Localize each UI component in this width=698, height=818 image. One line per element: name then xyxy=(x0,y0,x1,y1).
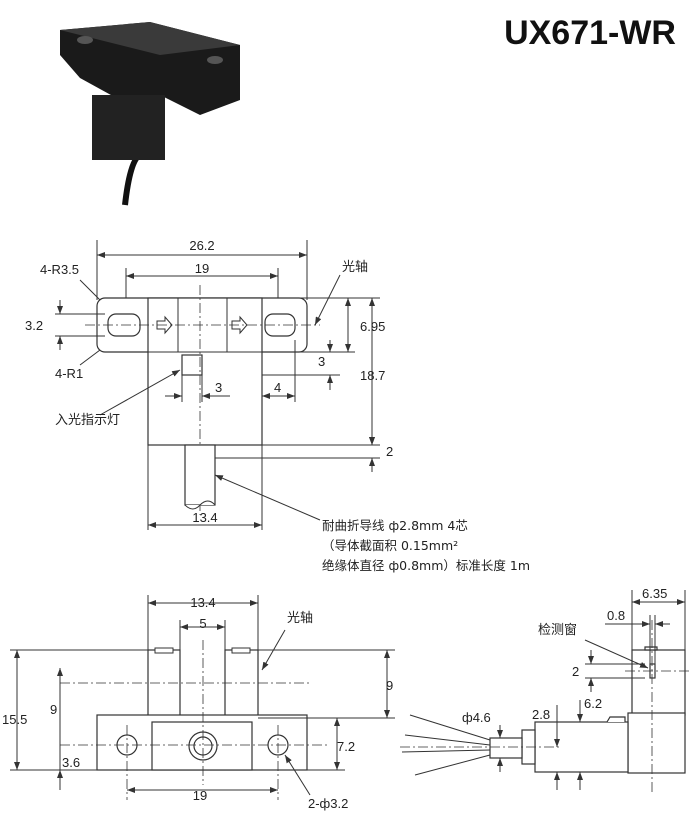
dim-front-slot-width: 5 xyxy=(199,616,206,631)
dim-indicator-width: 3 xyxy=(215,380,222,395)
dim-window-width: 0.8 xyxy=(607,608,625,623)
dim-window-height: 2 xyxy=(572,664,579,679)
dim-total-height: 18.7 xyxy=(360,368,385,383)
label-front-optical-axis: 光轴 xyxy=(287,611,313,626)
dim-outer-radius: 4-R3.5 xyxy=(40,262,79,277)
dim-slot-width: 4 xyxy=(274,380,281,395)
cable-spec-line: （导体截面积 0.15mm² xyxy=(322,538,459,553)
dim-front-hole-pitch: 19 xyxy=(193,788,207,803)
dim-base-axis: 7.2 xyxy=(337,739,355,754)
dim-cable-diameter: ф4.6 xyxy=(462,710,491,725)
label-detection-window: 检测窗 xyxy=(538,622,577,638)
side-view: 6.35 0.8 检测窗 2 6.2 ф4.6 2.8 xyxy=(400,586,690,795)
cable-spec-note: 耐曲折导线 ф2.8mm 4芯 （导体截面积 0.15mm² 绝缘体直径 ф0.… xyxy=(322,516,530,576)
dim-window-offset: 6.2 xyxy=(584,696,602,711)
label-indicator: 入光指示灯 xyxy=(55,413,120,428)
dim-side-depth: 6.35 xyxy=(642,586,667,601)
dim-cable-offset: 2 xyxy=(386,444,393,459)
dim-mount-holes: 2-ф3.2 xyxy=(308,796,348,811)
arrow-right-icon xyxy=(156,315,173,335)
dim-slot-height: 3.2 xyxy=(25,318,43,333)
dim-base-offset: 3.6 xyxy=(62,755,80,770)
front-view: 13.4 5 光轴 9 15.5 9 7.2 3.6 19 2-ф3.2 xyxy=(2,595,395,811)
dim-post-height: 9 xyxy=(386,678,393,693)
dim-front-total-height: 15.5 xyxy=(2,712,27,727)
cable-spec-line: 绝缘体直径 ф0.8mm）标准长度 1m xyxy=(322,558,530,573)
dim-overall-width: 26.2 xyxy=(189,238,214,253)
dim-cable-axis: 2.8 xyxy=(532,707,550,722)
model-title: UX671-WR xyxy=(504,14,676,52)
top-view: 26.2 19 4-R3.5 3.2 4-R1 6.95 3 18.7 3 4 … xyxy=(25,238,393,530)
dim-front-body-width: 13.4 xyxy=(190,595,215,610)
arrow-right-icon xyxy=(231,315,248,335)
cable-spec-line: 耐曲折导线 ф2.8mm 4芯 xyxy=(322,518,468,533)
dim-front-axis-height: 9 xyxy=(50,702,57,717)
dim-indicator-offset: 3 xyxy=(318,354,325,369)
dim-body-width: 13.4 xyxy=(192,510,217,525)
dim-hole-pitch: 19 xyxy=(195,261,209,276)
dim-inner-radius: 4-R1 xyxy=(55,366,83,381)
label-optical-axis: 光轴 xyxy=(342,260,368,275)
dim-axis-height: 6.95 xyxy=(360,319,385,334)
product-photo xyxy=(60,22,240,206)
